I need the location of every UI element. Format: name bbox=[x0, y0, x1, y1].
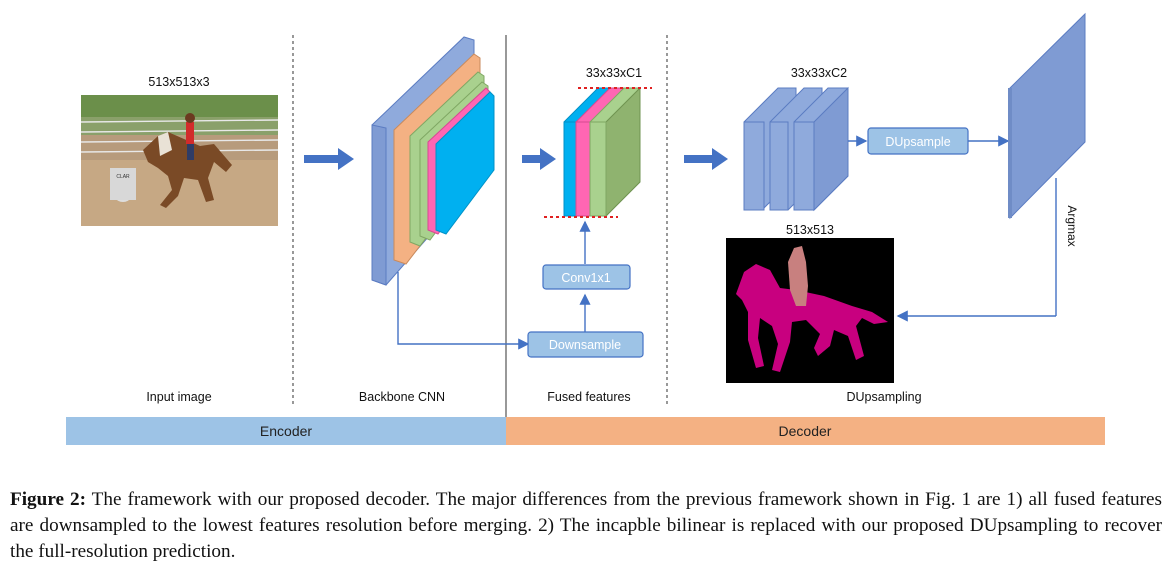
argmax-label: Argmax bbox=[1065, 205, 1079, 246]
caption-text: The framework with our proposed decoder.… bbox=[10, 489, 1162, 562]
section-label-backbone: Backbone CNN bbox=[359, 390, 445, 404]
conv1x1-box bbox=[542, 264, 631, 290]
fused-feature-stack bbox=[563, 86, 641, 218]
encoder-bar bbox=[66, 417, 506, 445]
backbone-cnn-layers bbox=[371, 36, 495, 286]
decoder-bar bbox=[506, 417, 1105, 445]
decoder-dim-label: 33x33xC2 bbox=[791, 66, 847, 80]
svg-text:CLAR: CLAR bbox=[116, 174, 130, 180]
fused-dim-label: 33x33xC1 bbox=[586, 66, 642, 80]
input-image: CLAR bbox=[80, 95, 279, 226]
decoder-label: Decoder bbox=[779, 423, 832, 439]
arrow-input-to-backbone bbox=[304, 148, 354, 170]
upsampled-output-plane bbox=[1008, 12, 1086, 220]
decoder-feature-stack bbox=[743, 86, 849, 212]
input-dim-label: 513x513x3 bbox=[148, 75, 209, 89]
section-label-fused: Fused features bbox=[547, 390, 630, 404]
output-dim-label: 513x513 bbox=[786, 223, 834, 237]
section-label-input-image: Input image bbox=[146, 390, 211, 404]
downsample-label: Downsample bbox=[549, 338, 621, 352]
encoder-label: Encoder bbox=[260, 423, 312, 439]
framework-figure: 513x513x3 CLAR bbox=[66, 12, 1105, 445]
conv1x1-label: Conv1x1 bbox=[561, 271, 610, 285]
backbone-to-downsample-line bbox=[397, 272, 530, 350]
figure-caption: Figure 2: The framework with our propose… bbox=[10, 487, 1162, 565]
arrow-to-fused bbox=[522, 148, 556, 170]
arrow-to-decoder bbox=[684, 148, 728, 170]
segmentation-mask bbox=[726, 238, 894, 383]
downsample-box bbox=[527, 331, 644, 358]
section-label-dupsampling: DUpsampling bbox=[846, 390, 921, 404]
dupsample-label: DUpsample bbox=[885, 135, 950, 149]
caption-label: Figure 2: bbox=[10, 489, 86, 510]
